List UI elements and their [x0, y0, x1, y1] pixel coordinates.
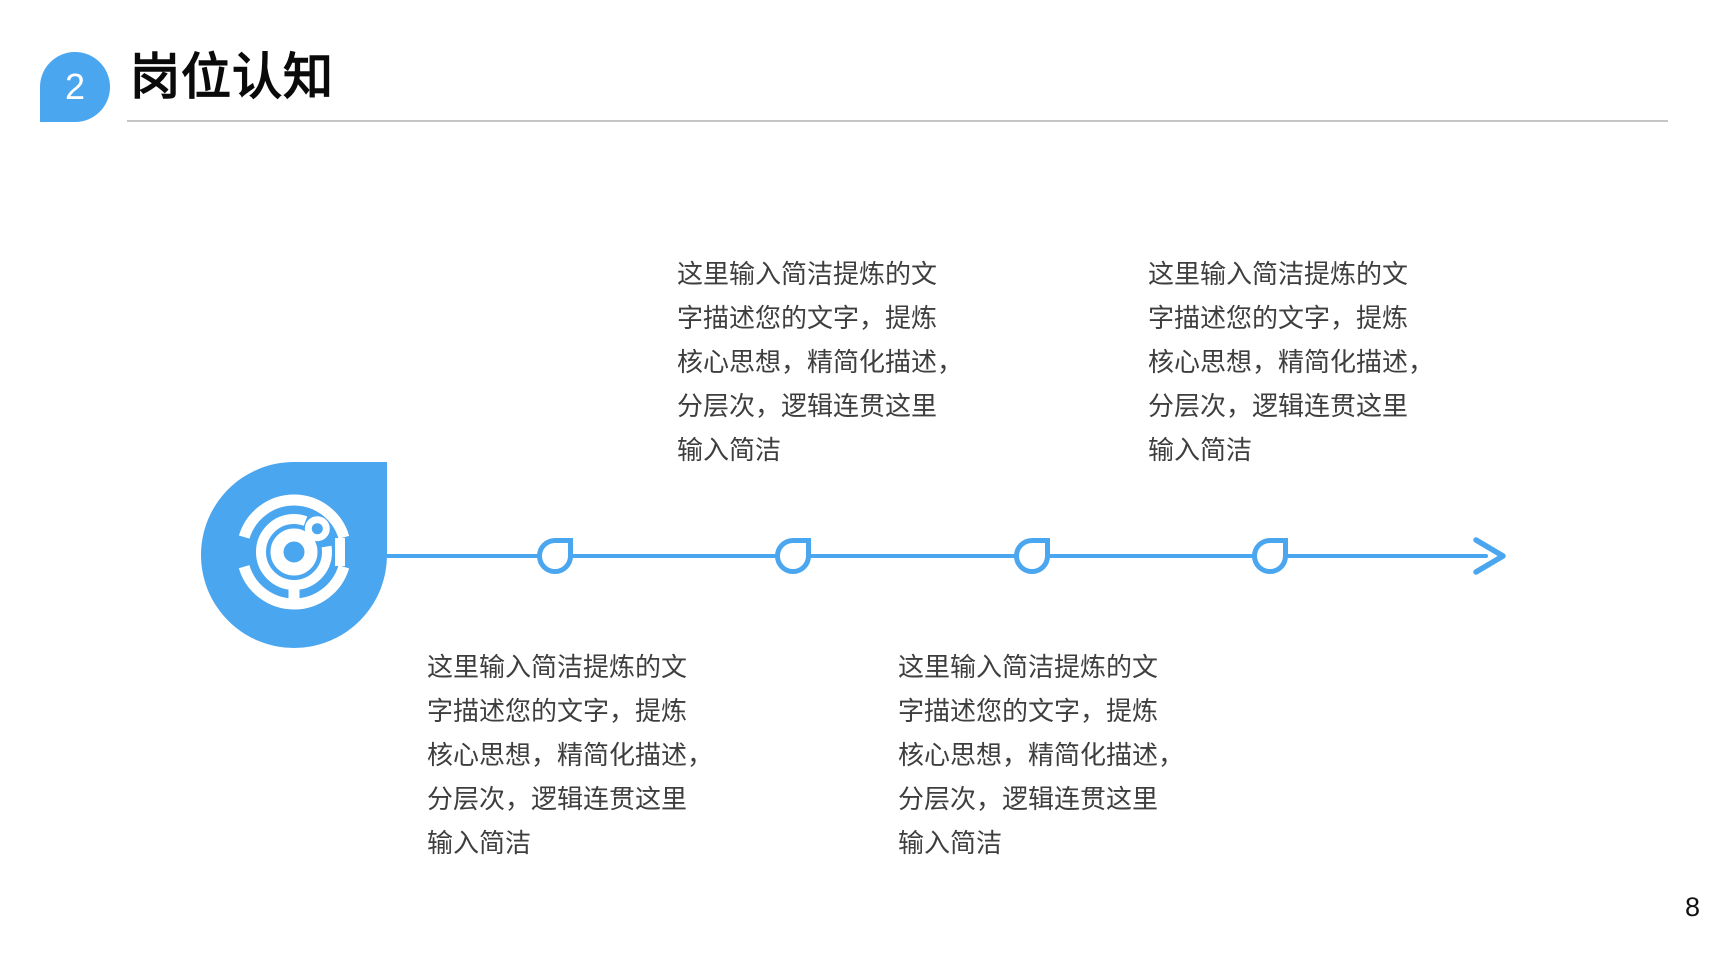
- slide-number-badge-text: 2: [64, 66, 86, 107]
- timeline-text-4: 这里输入简洁提炼的文 字描述您的文字，提炼 核心思想，精简化描述， 分层次，逻辑…: [1148, 259, 1435, 465]
- page-number: 8: [1684, 892, 1700, 922]
- page-title: 岗位认知: [130, 49, 334, 105]
- maze-target-icon: [236, 494, 352, 610]
- timeline-marker-4: [1252, 538, 1288, 574]
- timeline-line: [340, 554, 1488, 558]
- timeline-marker-2: [775, 538, 811, 574]
- title-divider: [127, 120, 1668, 122]
- timeline-marker-1: [537, 538, 573, 574]
- arrow-right-icon: [1473, 537, 1506, 575]
- timeline-text-1: 这里输入简洁提炼的文 字描述您的文字，提炼 核心思想，精简化描述， 分层次，逻辑…: [427, 652, 714, 858]
- timeline-text-3: 这里输入简洁提炼的文 字描述您的文字，提炼 核心思想，精简化描述， 分层次，逻辑…: [898, 652, 1185, 858]
- timeline-marker-3: [1014, 538, 1050, 574]
- timeline-start-droplet: [201, 462, 387, 648]
- slide-number-badge: 2: [40, 52, 110, 122]
- timeline-text-2: 这里输入简洁提炼的文 字描述您的文字，提炼 核心思想，精简化描述， 分层次，逻辑…: [677, 259, 964, 465]
